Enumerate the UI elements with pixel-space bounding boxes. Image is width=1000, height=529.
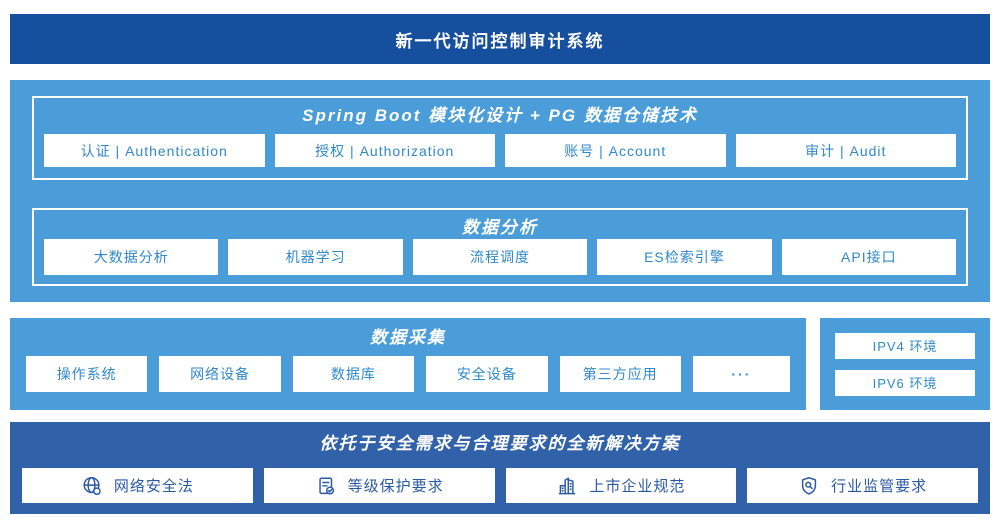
module-item: 审计 | Audit — [735, 134, 956, 167]
analysis-item: 大数据分析 — [44, 239, 219, 275]
module-item: 账号 | Account — [505, 134, 726, 167]
env-item: IPV6 环境 — [835, 369, 975, 396]
building-icon — [556, 475, 578, 497]
globe-network-icon — [81, 475, 103, 497]
environment-panel: IPV4 环境 IPV6 环境 — [820, 318, 990, 410]
collection-item: 网络设备 — [159, 356, 281, 392]
solution-item: 网络安全法 — [22, 468, 253, 503]
analysis-item: ES检索引擎 — [597, 239, 772, 275]
env-item: IPV4 环境 — [835, 332, 975, 359]
analysis-title: 数据分析 — [462, 218, 538, 237]
modules-row: 认证 | Authentication 授权 | Authorization 账… — [44, 134, 956, 167]
solution-item: 等级保护要求 — [263, 468, 495, 503]
collection-panel: 数据采集 操作系统 网络设备 数据库 安全设备 第三方应用 ··· — [10, 318, 806, 410]
analysis-section: 数据分析 大数据分析 机器学习 流程调度 ES检索引擎 API接口 — [32, 208, 968, 286]
solution-item-label: 行业监管要求 — [831, 478, 928, 495]
solution-row: 网络安全法 等级保护要求 — [22, 468, 978, 503]
solution-item-label: 上市企业规范 — [589, 478, 686, 495]
collection-item-ellipsis: ··· — [692, 356, 790, 392]
modules-section: Spring Boot 模块化设计 + PG 数据仓储技术 认证 | Authe… — [32, 96, 968, 180]
modules-title: Spring Boot 模块化设计 + PG 数据仓储技术 — [302, 106, 698, 125]
solution-item: 上市企业规范 — [505, 468, 737, 503]
collection-item: 操作系统 — [26, 356, 148, 392]
analysis-item: API接口 — [781, 239, 957, 275]
document-check-icon — [315, 475, 337, 497]
solution-item: 行业监管要求 — [747, 468, 978, 503]
solution-title: 依托于安全需求与合理要求的全新解决方案 — [319, 434, 681, 453]
module-item: 认证 | Authentication — [44, 134, 265, 167]
platform-panel: Spring Boot 模块化设计 + PG 数据仓储技术 认证 | Authe… — [10, 80, 990, 302]
collection-row: 操作系统 网络设备 数据库 安全设备 第三方应用 ··· — [26, 356, 790, 392]
collection-item: 数据库 — [292, 356, 415, 392]
banner: 新一代访问控制审计系统 — [10, 14, 990, 64]
solution-item-label: 等级保护要求 — [347, 478, 444, 495]
collection-item: 第三方应用 — [559, 356, 681, 392]
shield-search-icon — [798, 475, 820, 497]
solution-item-label: 网络安全法 — [113, 478, 194, 495]
analysis-row: 大数据分析 机器学习 流程调度 ES检索引擎 API接口 — [44, 239, 957, 275]
solution-panel: 依托于安全需求与合理要求的全新解决方案 网络安全法 — [10, 422, 990, 514]
collection-item: 安全设备 — [426, 356, 548, 392]
banner-title: 新一代访问控制审计系统 — [395, 31, 605, 51]
analysis-item: 流程调度 — [412, 239, 588, 275]
analysis-item: 机器学习 — [228, 239, 403, 275]
module-item: 授权 | Authorization — [274, 134, 495, 167]
collection-title: 数据采集 — [370, 328, 446, 347]
